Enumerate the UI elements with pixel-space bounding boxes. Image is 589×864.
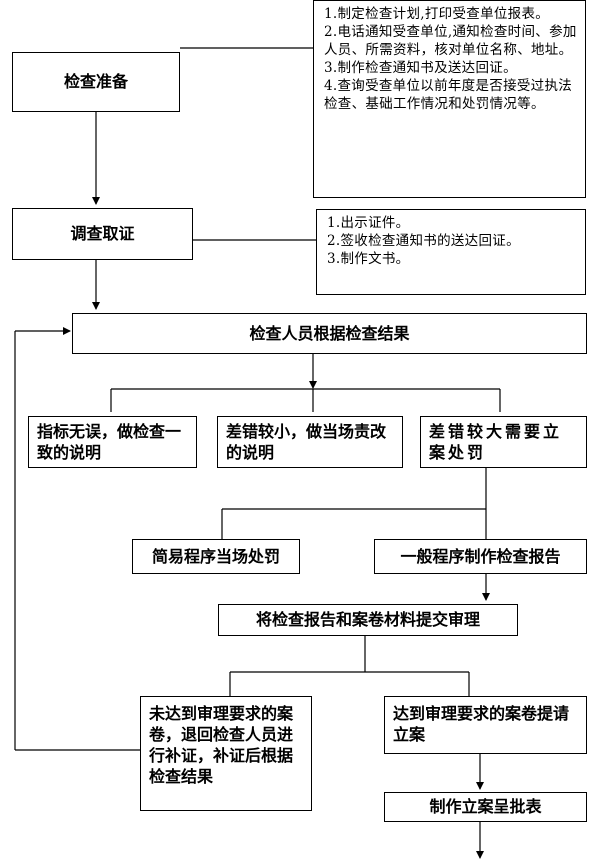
- step-general-procedure: 一般程序制作检查报告: [374, 539, 587, 574]
- step-submit-review-label: 将检查报告和案卷材料提交审理: [255, 610, 480, 629]
- prepare-note-1: 1.制定检查计划,打印受查单位报表。: [324, 6, 550, 22]
- step-result-label: 检查人员根据检查结果: [249, 323, 410, 343]
- step-small-error-label: 差错较小，做当场责改的说明: [226, 422, 387, 462]
- step-not-meet: 未达到审理要求的案卷，退回检查人员进行补证，补证后根据检查结果: [140, 696, 312, 811]
- step-prepare: 检查准备: [12, 52, 180, 112]
- evidence-note-1: 1.出示证件。: [327, 215, 410, 231]
- evidence-note-3: 3.制作文书。: [327, 251, 410, 267]
- step-small-error: 差错较小，做当场责改的说明: [217, 416, 403, 468]
- step-simple-procedure: 简易程序当场处罚: [132, 539, 300, 574]
- step-simple-procedure-label: 简易程序当场处罚: [151, 546, 280, 566]
- step-no-error: 指标无误，做检查一致的说明: [28, 416, 197, 468]
- step-meet: 达到审理要求的案卷提请立案: [384, 696, 587, 754]
- prepare-notes-box: 1.制定检查计划,打印受查单位报表。 2.电话通知受查单位,通知检查时间、参加人…: [313, 0, 586, 198]
- step-not-meet-label: 未达到审理要求的案卷，退回检查人员进行补证，补证后根据检查结果: [149, 704, 294, 786]
- prepare-note-3: 3.制作检查通知书及送达回证。: [324, 60, 517, 76]
- step-approval-form: 制作立案呈批表: [384, 792, 587, 822]
- step-large-error-label: 差错较大需要立案处罚: [429, 422, 563, 462]
- prepare-note-4: 4.查询受查单位以前年度是否接受过执法检查、基础工作情况和处罚情况等。: [324, 78, 573, 112]
- step-no-error-label: 指标无误，做检查一致的说明: [37, 422, 182, 462]
- step-submit-review: 将检查报告和案卷材料提交审理: [218, 604, 518, 636]
- step-meet-label: 达到审理要求的案卷提请立案: [393, 704, 570, 744]
- step-large-error: 差错较大需要立案处罚: [420, 416, 587, 468]
- step-result: 检查人员根据检查结果: [72, 313, 587, 354]
- step-evidence-label: 调查取证: [70, 224, 135, 243]
- step-approval-form-label: 制作立案呈批表: [429, 797, 542, 816]
- step-evidence: 调查取证: [12, 208, 193, 260]
- step-general-procedure-label: 一般程序制作检查报告: [400, 546, 561, 566]
- evidence-note-2: 2.签收检查通知书的送达回证。: [327, 233, 520, 249]
- evidence-notes-box: 1.出示证件。 2.签收检查通知书的送达回证。 3.制作文书。: [316, 209, 586, 295]
- step-prepare-label: 检查准备: [63, 72, 128, 91]
- prepare-note-2: 2.电话通知受查单位,通知检查时间、参加人员、所需资料，核对单位名称、地址。: [324, 24, 577, 58]
